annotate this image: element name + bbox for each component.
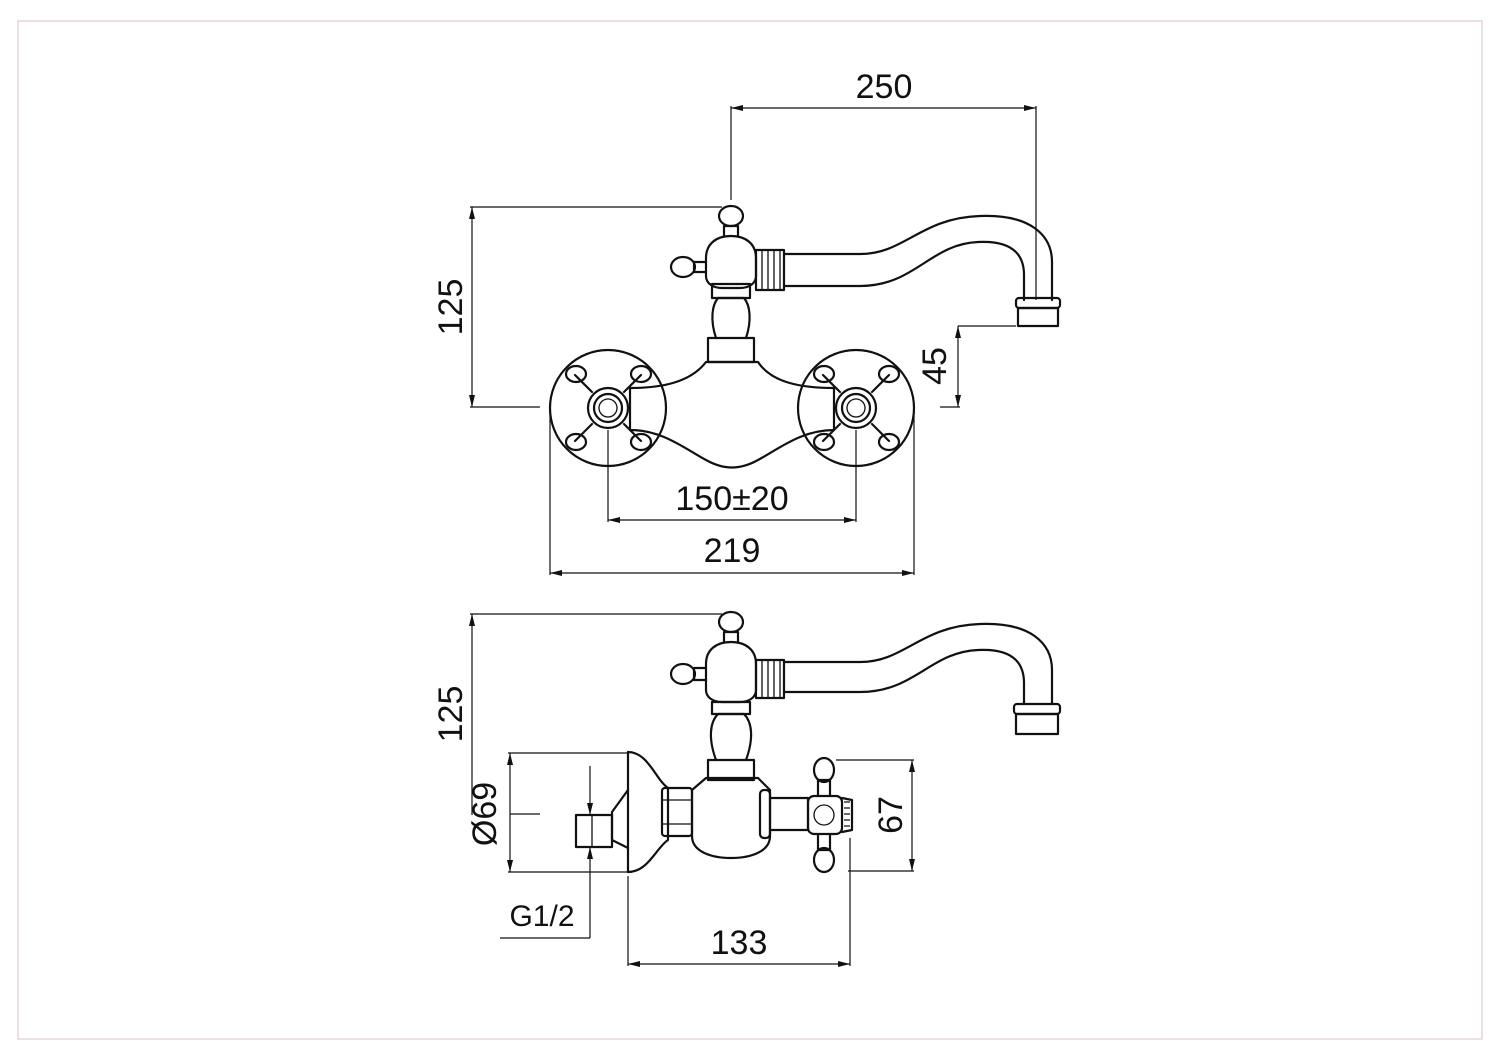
dim-flange-diameter: Ø69 bbox=[466, 782, 504, 846]
front-view bbox=[548, 204, 1062, 469]
column-ring bbox=[710, 282, 752, 300]
aerator-collar bbox=[1014, 296, 1062, 310]
column-collar bbox=[706, 336, 756, 364]
dim-handle-height: 67 bbox=[872, 796, 910, 834]
front-view-dimensions: 250 125 45 150±20 219 bbox=[432, 68, 1037, 576]
side-top-knob bbox=[717, 610, 745, 634]
side-handle-stem bbox=[768, 796, 810, 832]
dim-depth: 133 bbox=[711, 924, 768, 962]
side-aerator bbox=[1014, 712, 1060, 736]
dim-thread: G1/2 bbox=[509, 900, 574, 933]
side-body-nut bbox=[660, 786, 694, 838]
column-neck bbox=[711, 296, 751, 340]
side-spout-ring bbox=[754, 658, 786, 700]
side-column-neck bbox=[709, 712, 753, 762]
side-view-dimensions: 125 Ø69 G1/2 133 67 bbox=[432, 613, 915, 967]
dim-outlet-height: 45 bbox=[916, 347, 954, 385]
inlet-nut bbox=[574, 813, 614, 849]
swivel-housing bbox=[704, 234, 758, 290]
eccentric-connector bbox=[610, 788, 630, 850]
side-wall-flange bbox=[626, 750, 670, 874]
side-swivel-housing bbox=[704, 640, 758, 704]
spout-ring-outer bbox=[754, 248, 786, 292]
left-cross-handle bbox=[564, 364, 653, 452]
top-knob-cap bbox=[717, 204, 745, 228]
side-side-knob bbox=[669, 662, 697, 686]
side-body-collar bbox=[706, 758, 756, 782]
side-mixer-body bbox=[690, 776, 772, 860]
side-column-ring bbox=[710, 700, 752, 716]
spout-tube bbox=[782, 214, 1054, 302]
dim-front-height: 125 bbox=[432, 279, 470, 336]
side-spout-tube bbox=[782, 622, 1054, 706]
right-cross-handle bbox=[812, 364, 901, 452]
dim-spout-reach: 250 bbox=[856, 68, 913, 106]
side-aerator-collar bbox=[1012, 702, 1062, 716]
top-knob bbox=[722, 224, 740, 238]
side-cross-handle bbox=[806, 756, 854, 874]
aerator bbox=[1016, 306, 1060, 328]
mixer-body bbox=[628, 360, 836, 469]
dim-side-height: 125 bbox=[432, 686, 470, 743]
side-view bbox=[574, 610, 1062, 874]
side-knob-cap bbox=[669, 255, 697, 279]
dim-inlet-centers: 150±20 bbox=[675, 480, 788, 518]
side-handle-ring bbox=[758, 788, 772, 840]
sheet-frame bbox=[17, 20, 1483, 1040]
dim-overall-width: 219 bbox=[704, 532, 761, 570]
